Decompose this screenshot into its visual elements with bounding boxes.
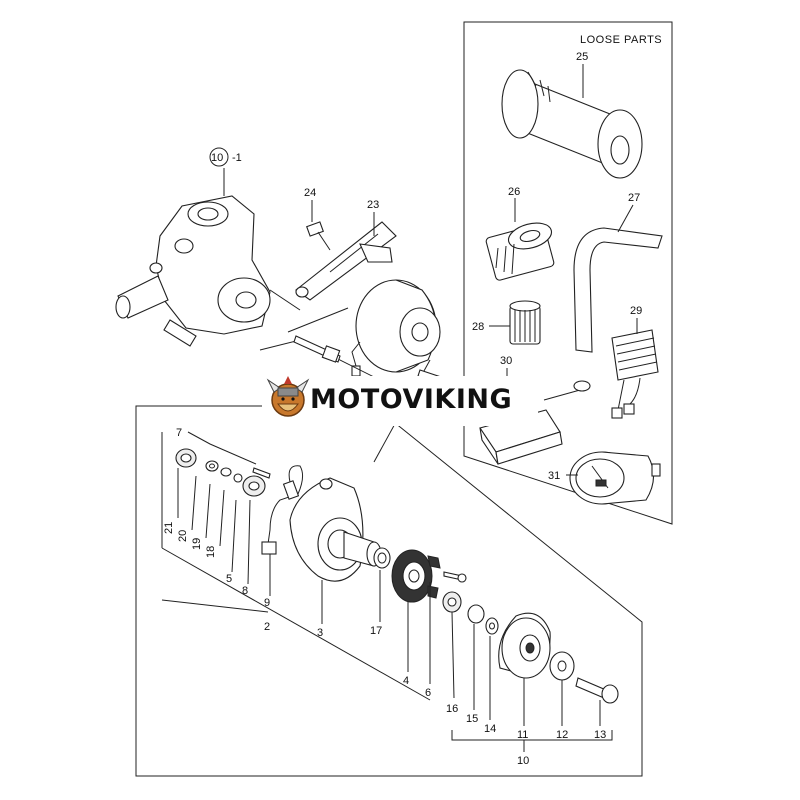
callout-27: 27 — [628, 192, 640, 204]
callout-7: 7 — [176, 427, 182, 439]
callout-14: 14 — [484, 723, 496, 735]
leader-16 — [451, 611, 455, 699]
callout-10-1-suffix: -1 — [232, 152, 242, 164]
callout-4: 4 — [403, 675, 409, 687]
callout-5: 5 — [226, 573, 232, 585]
bracket-line-main — [161, 547, 431, 701]
alternator-bracket — [295, 221, 397, 301]
callout-20: 20 — [177, 530, 189, 542]
v-belt — [573, 227, 663, 353]
brand-wordmark: MOTOVIKING — [310, 384, 513, 415]
callout-28: 28 — [472, 321, 484, 333]
leader-7 — [187, 431, 257, 465]
water-pump — [115, 195, 271, 347]
washer-14 — [485, 617, 499, 635]
bracket-10 — [451, 730, 613, 741]
wire-lead — [261, 465, 304, 555]
callout-15: 15 — [466, 713, 478, 725]
fuel-filter-element — [509, 300, 541, 345]
callout-16: 16 — [446, 703, 458, 715]
callout-12: 12 — [556, 729, 568, 741]
callout-ring-10-1 — [209, 147, 229, 167]
callout-13: 13 — [594, 729, 606, 741]
adjusting-bolt — [306, 221, 331, 251]
callout-25: 25 — [576, 51, 588, 63]
callout-23: 23 — [367, 199, 379, 211]
callout-31: 31 — [548, 470, 560, 482]
callout-8: 8 — [242, 585, 248, 597]
callout-10: 10 — [517, 755, 529, 767]
leader-20 — [191, 475, 197, 531]
washer-19 — [220, 467, 232, 477]
callout-11: 11 — [517, 729, 528, 741]
voltage-regulator — [611, 329, 659, 419]
pulley-11 — [498, 612, 551, 679]
nut-20 — [205, 460, 219, 472]
leader-18 — [219, 489, 225, 547]
viking-mascot-icon — [266, 376, 310, 417]
leader-27 — [617, 204, 634, 233]
callout-19: 19 — [191, 538, 203, 550]
leader-5 — [231, 499, 237, 573]
rotor-4 — [391, 549, 441, 603]
bearing-5 — [242, 475, 266, 497]
callout-30: 30 — [500, 355, 512, 367]
belt-line-a — [269, 289, 301, 311]
loose-parts-frame — [463, 21, 673, 525]
callout-6: 6 — [425, 687, 431, 699]
leader-8 — [247, 499, 251, 585]
callout-26: 26 — [508, 186, 520, 198]
key-switch-assembly — [479, 380, 591, 465]
cap-21 — [175, 448, 197, 468]
loose-parts-title: LOOSE PARTS — [580, 34, 662, 46]
screw-7 — [252, 467, 271, 479]
callout-29: 29 — [630, 305, 642, 317]
callout-24: 24 — [304, 187, 316, 199]
bracket-2 — [161, 599, 269, 613]
leader-19 — [205, 483, 211, 539]
callout-3: 3 — [317, 627, 323, 639]
bushing-17 — [373, 547, 391, 569]
callout-9: 9 — [264, 597, 270, 609]
callout-2: 2 — [264, 621, 270, 633]
watermark-band — [262, 376, 538, 426]
callout-18: 18 — [205, 546, 217, 558]
callout-17: 17 — [370, 625, 382, 637]
screw-6 — [443, 571, 467, 583]
washer-18 — [233, 473, 243, 483]
alternator-bolt — [293, 335, 341, 363]
oil-filter — [485, 222, 555, 281]
bolt-13 — [575, 677, 619, 704]
alternator-assembly — [351, 279, 441, 377]
callout-10-1-number: 10 — [211, 152, 223, 164]
callout-21: 21 — [163, 522, 175, 534]
belt-line-b — [287, 307, 349, 333]
hour-meter-gauge — [569, 451, 661, 505]
bearing-16 — [442, 591, 462, 613]
spacer-15 — [467, 604, 485, 624]
air-filter-element — [501, 69, 643, 179]
alternator-housing-3 — [289, 477, 382, 582]
